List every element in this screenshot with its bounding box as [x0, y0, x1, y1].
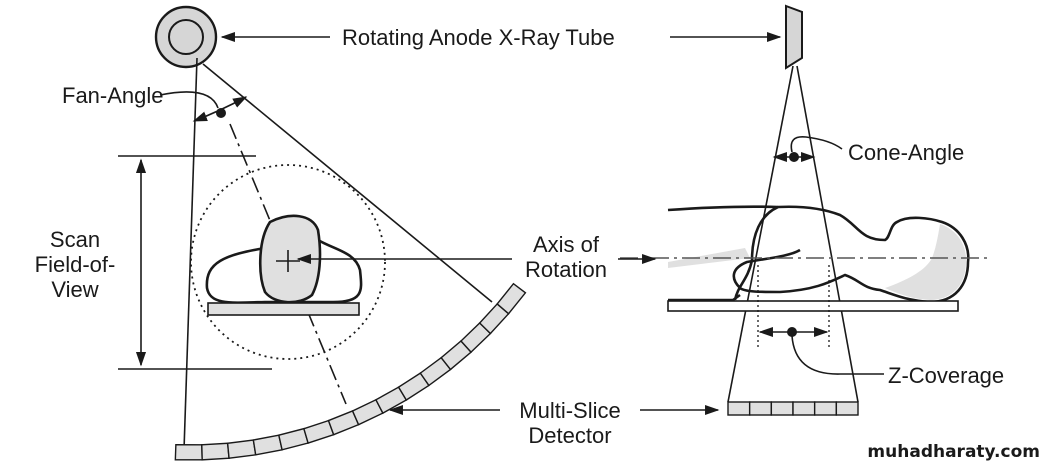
patient-table-left: [207, 302, 360, 316]
cone-angle-label: Cone-Angle: [848, 140, 964, 165]
detector-label-line2: Detector: [528, 423, 611, 448]
curved-detector-left: [174, 282, 527, 461]
detector-cell: [792, 401, 816, 416]
cone-beam-left-edge: [727, 65, 794, 403]
fan-angle-label: Fan-Angle: [62, 83, 164, 108]
detector-label-line1: Multi-Slice: [519, 398, 620, 423]
patient-cross-section: [205, 214, 363, 316]
detector-cell: [226, 439, 257, 459]
z-coverage-leader: [791, 335, 884, 375]
detector-cell: [277, 427, 309, 451]
detector-cell: [496, 282, 527, 315]
detector-cell: [201, 442, 230, 461]
scan-fov-label-line3: View: [51, 277, 98, 302]
xray-tube-left: [154, 5, 218, 69]
detector-cell: [748, 401, 773, 416]
axis-label-line2: Rotation: [525, 257, 607, 282]
straight-detector-right: [727, 401, 859, 416]
patient-table-right: [667, 300, 959, 312]
xray-tube-right: [785, 4, 803, 70]
fan-angle-leader: [159, 91, 219, 109]
detector-cell: [174, 444, 203, 461]
tube-label: Rotating Anode X-Ray Tube: [342, 25, 615, 50]
watermark: muhadharaty.com: [867, 442, 1040, 462]
detector-cell: [835, 401, 859, 416]
axis-label-line1: Axis of: [533, 232, 600, 257]
fan-beam-right-edge: [202, 63, 493, 303]
fan-angle-dot: [216, 108, 226, 118]
fov-circle: [190, 164, 386, 360]
scan-fov-label-line2: Field-of-: [35, 252, 116, 277]
cone-angle-leader: [790, 135, 843, 153]
detector-cell: [770, 401, 794, 416]
z-coverage-dot: [787, 327, 797, 337]
scan-fov-label-line1: Scan: [50, 227, 100, 252]
detector-cell: [727, 401, 751, 416]
detector-cell: [252, 434, 283, 456]
patient-side-view: [667, 205, 970, 312]
cone-beam-right-edge: [796, 65, 859, 403]
detector-cell: [813, 401, 838, 416]
cone-angle-dot: [789, 152, 799, 162]
z-coverage-label: Z-Coverage: [888, 363, 1004, 388]
